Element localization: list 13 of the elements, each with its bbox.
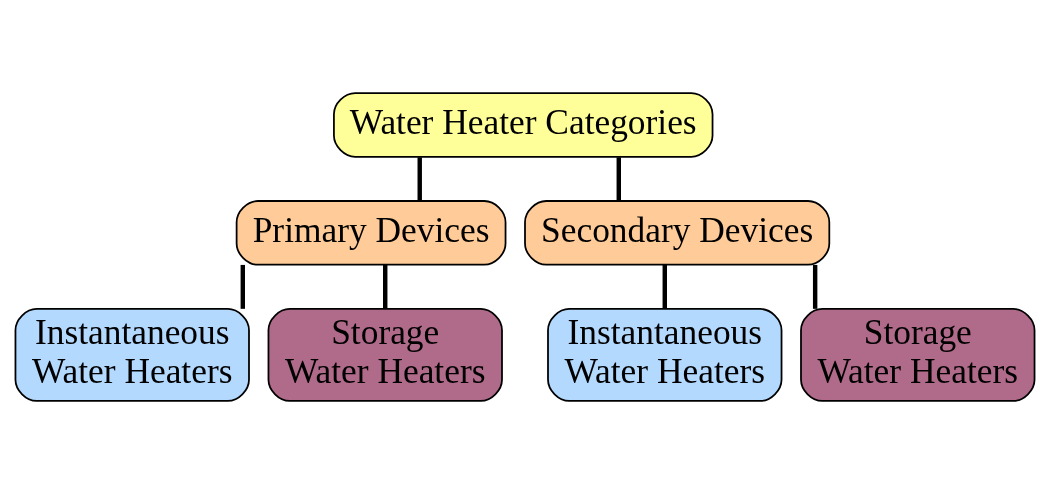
node-box: Storage Water Heaters (800, 307, 1036, 402)
connector (812, 264, 818, 309)
node-box: Secondary Devices (524, 199, 831, 266)
connector (240, 264, 245, 309)
connector (417, 156, 422, 200)
node-box: Instantaneous Water Heaters (547, 307, 783, 402)
connector (662, 264, 667, 309)
node-box: Water Heater Categories (333, 91, 714, 158)
node-box: Primary Devices (235, 199, 507, 266)
connector (383, 264, 388, 309)
connector (616, 156, 621, 200)
node-box: Storage Water Heaters (267, 307, 503, 402)
node-box: Instantaneous Water Heaters (14, 307, 250, 402)
